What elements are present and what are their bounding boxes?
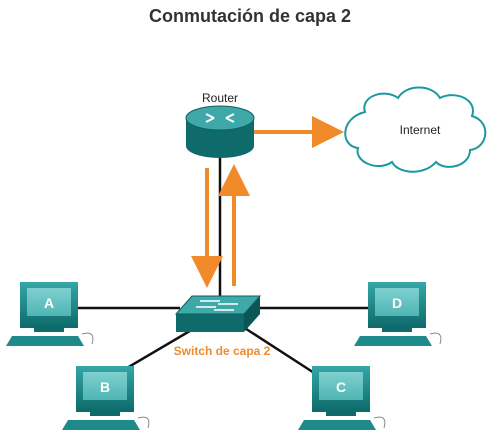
traffic-arrows bbox=[191, 116, 344, 288]
pc-c-label: C bbox=[336, 379, 346, 395]
switch-label: Switch de capa 2 bbox=[174, 344, 271, 358]
router-icon[interactable] bbox=[185, 105, 255, 158]
pc-d-label: D bbox=[392, 295, 402, 311]
pc-d-icon[interactable] bbox=[354, 282, 442, 346]
diagram-title: Conmutación de capa 2 bbox=[148, 6, 352, 26]
pc-c-icon[interactable] bbox=[298, 366, 386, 430]
router-label: Router bbox=[202, 91, 238, 105]
switch-icon[interactable] bbox=[174, 295, 262, 332]
pc-b-icon[interactable] bbox=[62, 366, 150, 430]
pc-a-label: A bbox=[44, 295, 54, 311]
link-switch-c bbox=[239, 323, 323, 380]
internet-cloud-icon[interactable] bbox=[344, 86, 487, 173]
internet-label: Internet bbox=[400, 123, 441, 137]
pc-a-icon[interactable] bbox=[6, 282, 94, 346]
link-switch-b bbox=[119, 323, 201, 374]
pc-b-label: B bbox=[100, 379, 110, 395]
